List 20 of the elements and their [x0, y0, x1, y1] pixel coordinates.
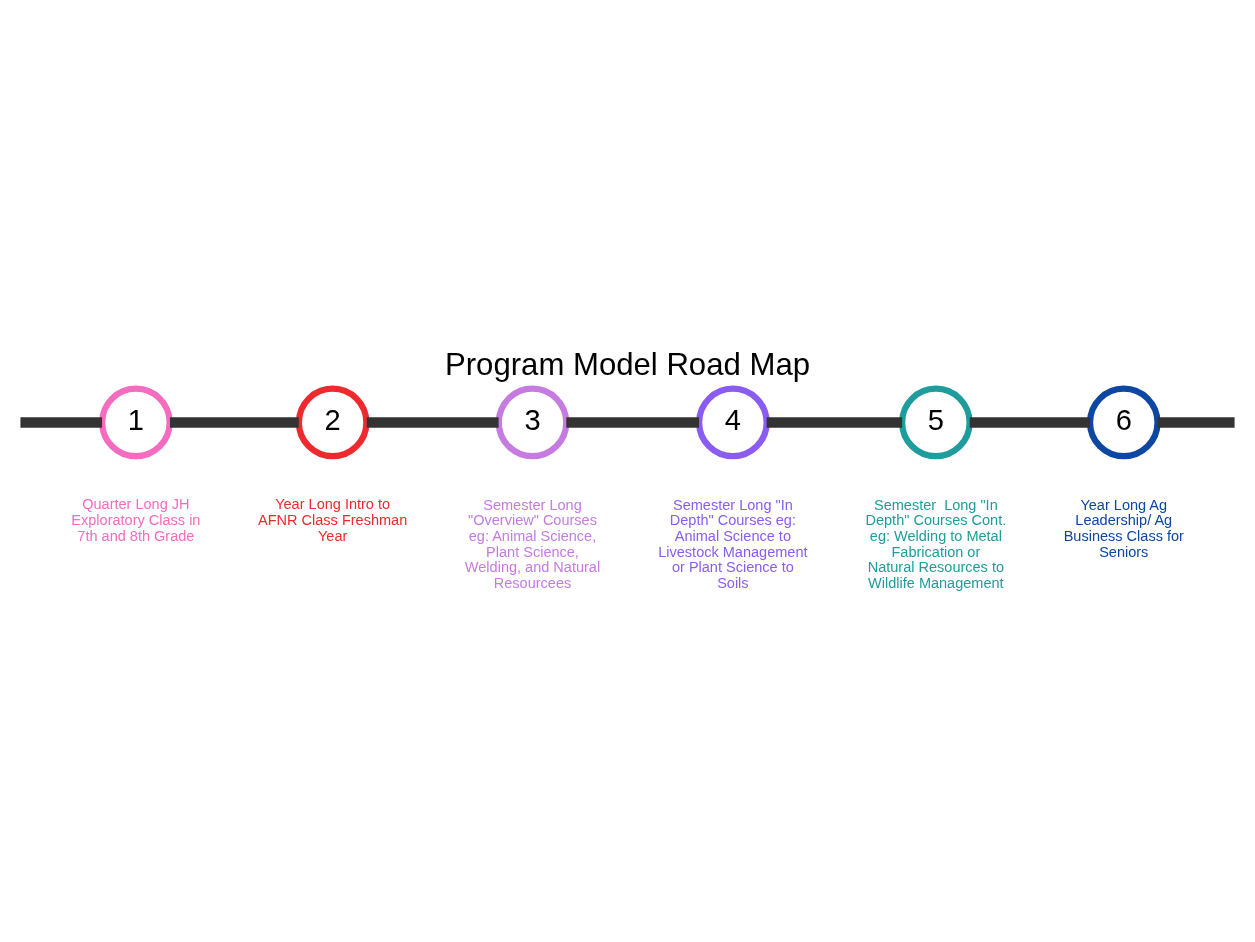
node-circle: 6 — [1086, 385, 1161, 460]
node-label: Semester Long "In Depth" Courses eg: Animal Science to Livestock Management or Plant Science to Soils — [658, 496, 808, 591]
node-circle: 4 — [696, 385, 770, 460]
node-label: Year Long Ag Leadership/ Ag Business Class for Seniors — [1063, 496, 1184, 560]
connector — [20, 417, 102, 428]
connector — [366, 417, 499, 428]
node-circle: 1 — [99, 385, 173, 460]
diagram-title: Program Model Road Map — [444, 347, 811, 383]
connector — [169, 417, 299, 428]
node-label: Semester Long "In Depth" Courses Cont. eg: Welding to Metal Fabrication or Natural Resources to Wildlife Management — [865, 496, 1007, 591]
node-circle: 3 — [495, 385, 570, 460]
connector — [566, 417, 700, 428]
node-label: Quarter Long JH Exploratory Class in 7th and 8th Grade — [71, 496, 201, 544]
node-circle: 5 — [899, 385, 973, 460]
node-circle: 2 — [295, 385, 370, 460]
node-label: Semester Long "Overview" Courses eg: Animal Science, Plant Science, Welding, and Natural Resourcees — [464, 496, 601, 591]
connector — [969, 417, 1090, 428]
connector — [766, 417, 903, 428]
connector — [1157, 417, 1235, 428]
node-label: Year Long Intro to AFNR Class Freshman Year — [258, 496, 408, 544]
